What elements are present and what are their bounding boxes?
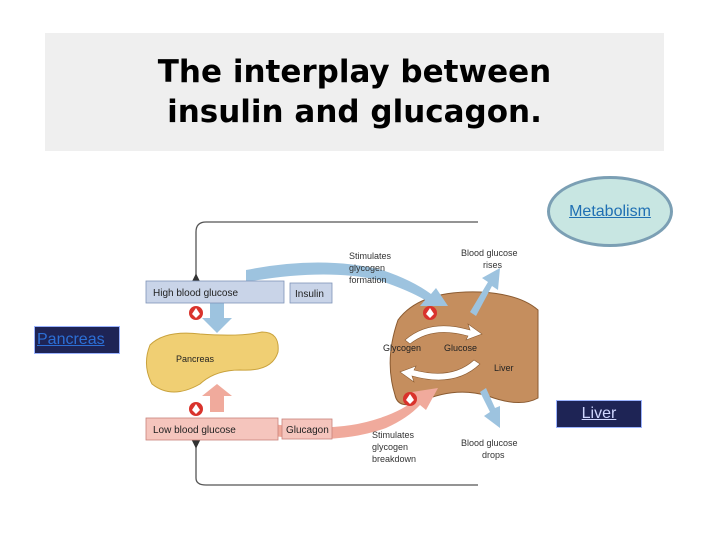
stimulus-marker-icon bbox=[189, 402, 203, 416]
liver-label: Liver bbox=[494, 363, 514, 373]
feedback-loop-top bbox=[190, 221, 478, 284]
glucose-rises-line-1: Blood glucose bbox=[461, 248, 518, 258]
stim-breakdown-line-1: Stimulates bbox=[372, 430, 415, 440]
insulin-arrow bbox=[246, 262, 448, 306]
glucose-label: Glucose bbox=[444, 343, 477, 353]
insulin-label: Insulin bbox=[295, 289, 324, 300]
glucose-drops-line-1: Blood glucose bbox=[461, 438, 518, 448]
title-line-1: The interplay between bbox=[157, 54, 552, 90]
low-glucose-label: Low blood glucose bbox=[153, 425, 236, 436]
pancreas-link-button[interactable]: Pancreas bbox=[34, 326, 120, 354]
title-banner: The interplay between insulin and glucag… bbox=[45, 33, 664, 151]
glucose-drops-arrow bbox=[480, 388, 500, 428]
glucose-to-glycogen-arrow bbox=[399, 359, 481, 383]
stim-breakdown-line-3: breakdown bbox=[372, 454, 416, 464]
liver-link-button[interactable]: Liver bbox=[556, 400, 642, 428]
stimulus-marker-icon bbox=[403, 392, 417, 406]
glucose-drops-line-2: drops bbox=[482, 450, 505, 460]
slide-title: The interplay between insulin and glucag… bbox=[158, 52, 551, 132]
low-glucose-box bbox=[145, 417, 279, 441]
glucose-rises-line-2: rises bbox=[483, 260, 503, 270]
stim-formation-line-2: glycogen bbox=[349, 263, 385, 273]
pancreas-label: Pancreas bbox=[176, 354, 215, 364]
high-glucose-label: High blood glucose bbox=[153, 288, 238, 299]
glycogen-label: Glycogen bbox=[383, 343, 421, 353]
feedback-loop-bottom bbox=[190, 438, 478, 486]
stimulus-marker-icon bbox=[423, 306, 437, 320]
pancreas-shape bbox=[146, 331, 279, 393]
high-glucose-box bbox=[145, 280, 285, 304]
high-glucose-to-pancreas-arrow bbox=[202, 300, 232, 333]
stim-formation-line-3: formation bbox=[349, 275, 387, 285]
glucagon-label: Glucagon bbox=[286, 425, 329, 436]
pancreas-to-low-glucose-arrow bbox=[202, 384, 232, 412]
stimulus-marker-icon bbox=[189, 306, 203, 320]
title-line-2: insulin and glucagon. bbox=[167, 94, 542, 130]
stim-breakdown-line-2: glycogen bbox=[372, 442, 408, 452]
metabolism-link-button[interactable]: Metabolism bbox=[547, 176, 673, 247]
glucagon-box bbox=[281, 418, 333, 440]
glucose-rises-arrow bbox=[470, 268, 500, 316]
glycogen-to-glucose-arrow bbox=[404, 323, 483, 345]
stim-formation-line-1: Stimulates bbox=[349, 251, 392, 261]
insulin-box bbox=[289, 282, 333, 304]
